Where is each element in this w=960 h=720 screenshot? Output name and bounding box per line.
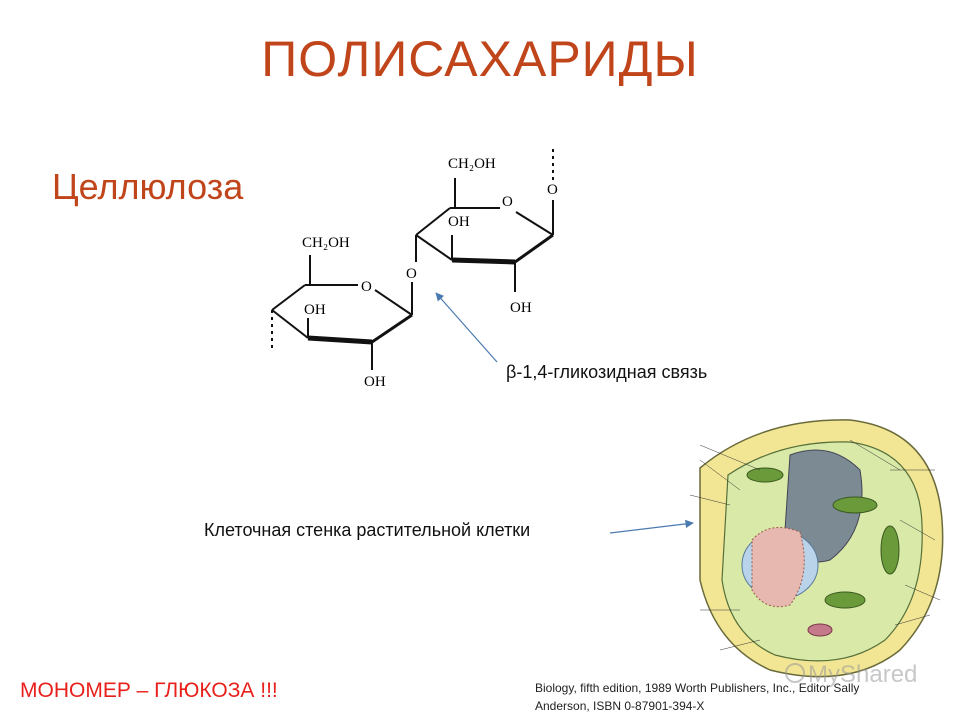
source-line-2: Anderson, ISBN 0-87901-394-X: [535, 699, 705, 713]
ring1-ch2oh: CH₂OH: [302, 235, 350, 251]
ring2-o: O: [502, 194, 513, 210]
slide-title: ПОЛИСАХАРИДЫ: [261, 31, 699, 87]
source-citation: Biology, fifth edition, 1989 Worth Publi…: [535, 679, 945, 715]
ring2-oh-bottom: OH: [510, 300, 532, 316]
ring2-o-right: O: [547, 182, 558, 198]
cell-wall-arrow: [609, 519, 694, 534]
bond-arrow: [435, 292, 498, 363]
ring1-oh-inner: OH: [304, 302, 326, 318]
watermark-text: MyShared: [808, 661, 917, 688]
ring1-o: O: [361, 279, 372, 295]
source-line-1: Biology, fifth edition, 1989 Worth Publi…: [535, 681, 860, 695]
ring2-ch2oh: CH₂OH: [448, 156, 496, 172]
monomer-note: МОНОМЕР – ГЛЮКОЗА !!!: [20, 679, 278, 702]
watermark-logo: MyShared: [785, 661, 917, 688]
ring2-oh-inner: OH: [448, 214, 470, 230]
glucose-ring-left: [271, 255, 413, 370]
glycosidic-bond-label: β-1,4-гликозидная связь: [506, 362, 708, 382]
glucose-ring-right: [415, 148, 554, 292]
ring1-oh-bottom: OH: [364, 374, 386, 390]
subtitle: Целлюлоза: [52, 166, 244, 207]
plant-cell-illustration: [689, 419, 944, 678]
bridge-o: O: [406, 266, 417, 282]
cell-wall-label: Клеточная стенка растительной клетки: [204, 520, 531, 540]
